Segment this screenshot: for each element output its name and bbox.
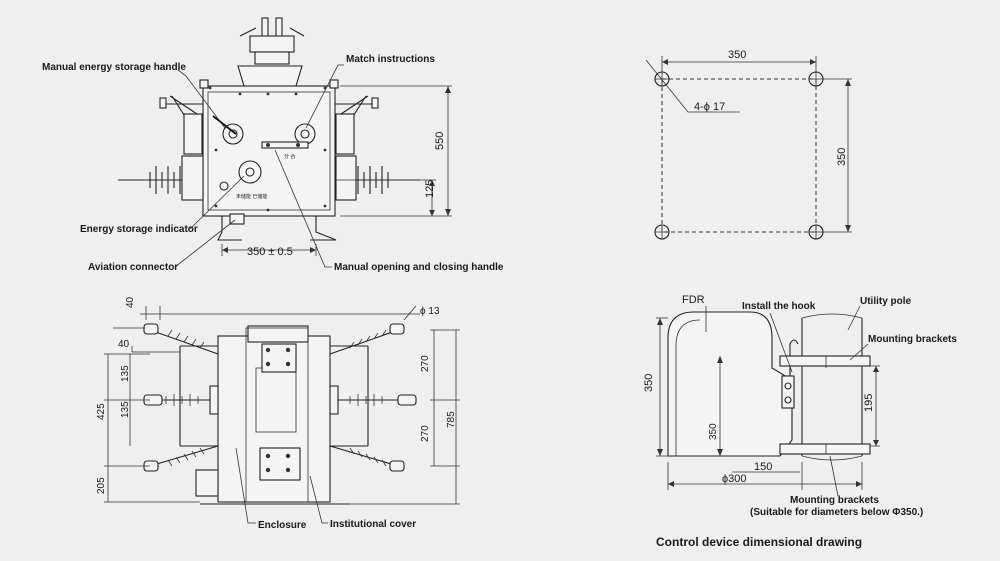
svg-text:未储能 已储能: 未储能 已储能: [236, 193, 267, 200]
dim-270-a: 270: [420, 355, 431, 372]
dim-350-left: 350: [643, 374, 655, 392]
callout-institutional-cover: Institutional cover: [330, 519, 416, 530]
dim-40-left: 40: [118, 339, 130, 350]
dim-135-b: 135: [120, 401, 131, 418]
dim-425: 425: [96, 403, 107, 420]
dim-195: 195: [863, 394, 875, 412]
dim-350-inner: 350: [708, 423, 719, 440]
dim-phi300: ϕ300: [722, 473, 747, 485]
control-device-title: Control device dimensional drawing: [656, 535, 862, 549]
dim-350-tolerance: 350 ± 0.5: [247, 246, 293, 258]
callout-manual-opening-closing-handle: Manual opening and closing handle: [334, 262, 504, 273]
dim-phi13: ϕ 13: [420, 306, 440, 317]
dim-205: 205: [96, 477, 107, 494]
front-view-leaders: [174, 64, 344, 268]
top-view-drawing: [143, 323, 417, 505]
front-view-drawing: 未储能 已储能 分 合: [118, 17, 420, 241]
dim-125: 125: [424, 180, 436, 198]
callout-mounting-brackets-top: Mounting brackets: [868, 334, 957, 345]
dim-270-b: 270: [420, 425, 431, 442]
svg-text:分 合: 分 合: [284, 153, 295, 160]
top-view-dimensions: [104, 305, 460, 505]
dim-350-width: 350: [728, 49, 746, 61]
callout-mounting-brackets-bottom: Mounting brackets: [790, 495, 879, 506]
dim-550: 550: [434, 132, 446, 150]
top-view-leaders: [235, 447, 328, 524]
callout-match-instructions: Match instructions: [346, 54, 435, 65]
mounting-holes-drawing: [645, 56, 852, 240]
callout-aviation-connector: Aviation connector: [88, 262, 178, 273]
dim-holes: 4-ϕ 17: [694, 101, 725, 113]
callout-utility-pole: Utility pole: [860, 296, 912, 307]
dim-785: 785: [446, 411, 457, 428]
suitable-diameter-note: (Suitable for diameters below Φ350.): [750, 507, 923, 518]
callout-enclosure: Enclosure: [258, 520, 307, 531]
dim-150: 150: [754, 461, 772, 473]
dim-135-a: 135: [120, 365, 131, 382]
dim-40-top: 40: [125, 296, 136, 308]
callout-manual-energy-storage-handle: Manual energy storage handle: [42, 62, 186, 73]
control-device-drawing: [656, 305, 880, 497]
callout-energy-storage-indicator: Energy storage indicator: [80, 224, 198, 235]
dim-350-height: 350: [836, 148, 848, 166]
callout-fdr: FDR: [682, 294, 705, 306]
callout-install-the-hook: Install the hook: [742, 301, 816, 312]
